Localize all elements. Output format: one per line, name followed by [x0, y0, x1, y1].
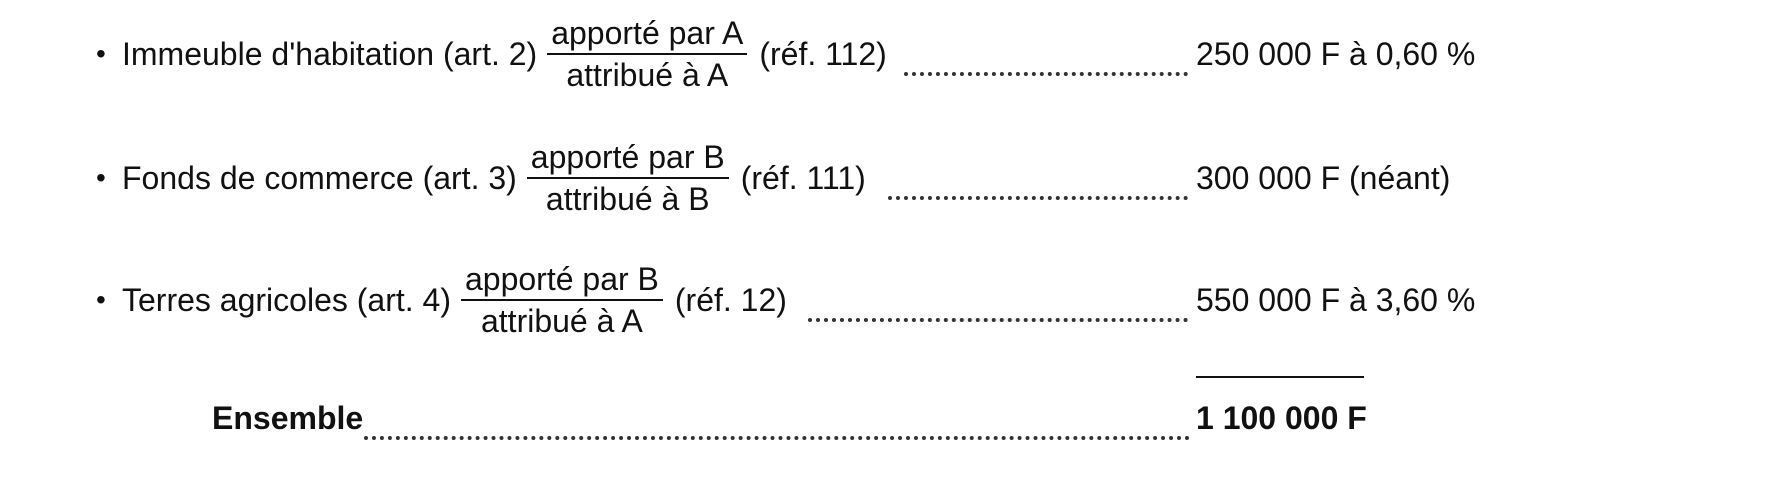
item-amount: 300 000 F (néant)	[1196, 160, 1451, 196]
fraction-numerator: apporté par B	[460, 261, 663, 301]
item-label: Immeuble d'habitation (art. 2)	[122, 36, 538, 72]
list-item: • Immeuble d'habitation (art. 2) apporté…	[96, 6, 1496, 102]
list-item: • Terres agricoles (art. 4) apporté par …	[96, 252, 1496, 348]
dotted-leader	[364, 428, 1190, 440]
total-row: Ensemble 1 100 000 F	[96, 370, 1496, 466]
sum-rule	[1196, 376, 1364, 378]
fraction: apporté par B attribué à A	[460, 261, 663, 339]
fraction-denominator: attribué à B	[545, 181, 710, 217]
dotted-leader	[904, 64, 1188, 76]
bullet-icon: •	[96, 38, 106, 69]
item-amount: 250 000 F à 0,60 %	[1196, 36, 1476, 72]
item-reference: (réf. 112)	[759, 36, 887, 72]
fraction-denominator: attribué à A	[480, 303, 643, 339]
item-reference: (réf. 111)	[740, 160, 866, 196]
fraction-numerator: apporté par A	[547, 15, 748, 55]
item-label: Terres agricoles (art. 4)	[122, 282, 451, 318]
bullet-icon: •	[96, 284, 106, 315]
bullet-icon: •	[96, 162, 106, 193]
total-amount: 1 100 000 F	[1196, 399, 1367, 436]
dotted-leader	[888, 188, 1188, 200]
fraction: apporté par B attribué à B	[526, 139, 729, 217]
item-reference: (réf. 12)	[674, 282, 787, 318]
item-amount: 550 000 F à 3,60 %	[1196, 282, 1476, 318]
fraction: apporté par A attribué à A	[547, 15, 748, 93]
total-label: Ensemble	[212, 399, 364, 436]
dotted-leader	[808, 310, 1188, 322]
fraction-numerator: apporté par B	[526, 139, 729, 179]
list-item: • Fonds de commerce (art. 3) apporté par…	[96, 130, 1496, 226]
item-label: Fonds de commerce (art. 3)	[122, 160, 517, 196]
fraction-denominator: attribué à A	[566, 57, 729, 93]
